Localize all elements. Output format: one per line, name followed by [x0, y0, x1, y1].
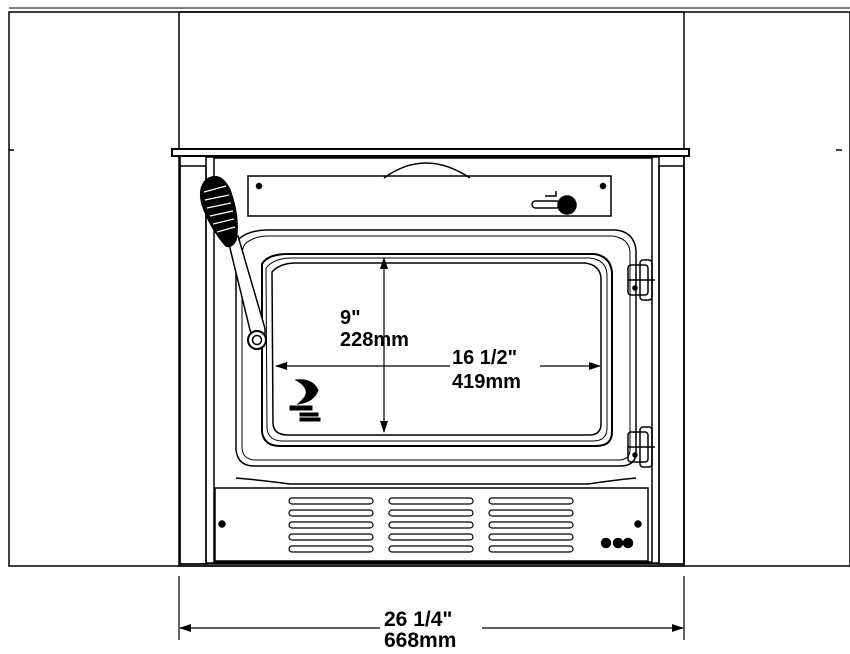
glass-width-imperial: 16 1/2"	[452, 347, 517, 369]
fan-control-knobs	[600, 537, 634, 549]
glass-height-metric: 228mm	[340, 329, 409, 351]
door-hinges	[627, 259, 655, 468]
overall-width-imperial: 26 1/4"	[384, 608, 452, 631]
top-ledge	[171, 148, 690, 157]
dimension-line-overall-width	[178, 576, 685, 640]
louver-panel	[214, 477, 649, 562]
glass-width-metric: 419mm	[452, 371, 521, 393]
insert-body	[179, 155, 685, 565]
surround-panel	[8, 7, 850, 567]
brand-logo-mark	[289, 379, 321, 422]
glass-height-imperial: 9"	[340, 307, 361, 329]
overall-width-metric: 668mm	[384, 629, 456, 652]
door-handle	[199, 175, 267, 350]
control-plate	[247, 175, 612, 217]
door	[235, 229, 637, 467]
air-control-knob	[531, 191, 577, 215]
louver-slats	[288, 497, 574, 553]
